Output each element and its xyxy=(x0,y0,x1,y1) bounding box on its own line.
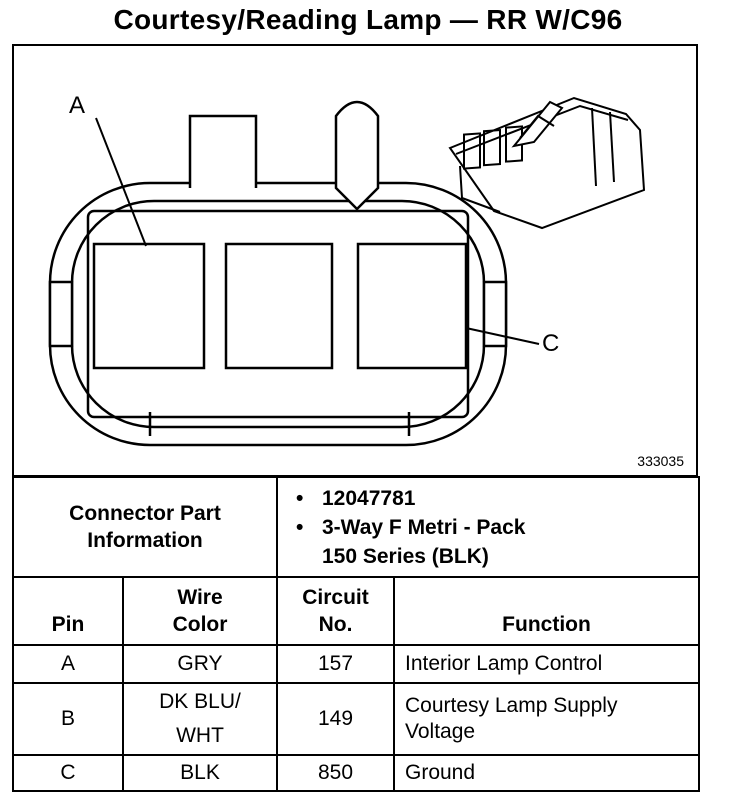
connector-part-row: Connector Part Information 12047781 3-Wa… xyxy=(12,476,701,578)
header-pin: Pin xyxy=(12,576,124,646)
circuit-cell: 157 xyxy=(276,644,395,684)
circuit-cell: 149 xyxy=(276,682,395,756)
cavity-a xyxy=(92,242,206,370)
pin-cell: A xyxy=(12,644,124,684)
wire-color-cell: BLK xyxy=(122,754,278,792)
callout-line-a xyxy=(95,117,147,247)
cavity-c xyxy=(356,242,468,370)
connector-series: 150 Series (BLK) xyxy=(322,544,489,568)
top-square-tab xyxy=(188,114,258,188)
pin-cell: C xyxy=(12,754,124,792)
table-row: B DK BLU/ WHT 149 Courtesy Lamp Supply V… xyxy=(12,682,701,756)
part-number: 12047781 xyxy=(296,484,698,513)
header-function: Function xyxy=(392,576,701,646)
function-cell: Interior Lamp Control xyxy=(392,644,701,684)
header-wire-color: Wire Color xyxy=(122,576,278,646)
connector-diagram: A C 333035 xyxy=(12,44,698,477)
connector-iso-view xyxy=(448,96,646,230)
wire-color-cell: GRY xyxy=(122,644,278,684)
callout-label-c: C xyxy=(542,330,560,357)
connector-type: 3-Way F Metri - Pack xyxy=(296,513,698,542)
pin-cell: B xyxy=(12,682,124,756)
table-header-row: Pin Wire Color Circuit No. Function xyxy=(12,576,701,646)
figure-id: 333035 xyxy=(637,453,684,469)
connector-face-drawing xyxy=(48,96,646,447)
connector-info-table: Connector Part Information 12047781 3-Wa… xyxy=(12,476,701,792)
page-title: Courtesy/Reading Lamp — RR W/C96 xyxy=(113,4,623,35)
connector-part-details: 12047781 3-Way F Metri - Pack 150 Series… xyxy=(275,476,701,578)
connector-cavity-frame xyxy=(86,209,470,419)
top-key-tab xyxy=(334,100,380,211)
callout-line-c xyxy=(465,327,540,345)
function-cell: Ground xyxy=(392,754,701,792)
left-side-latch xyxy=(48,280,74,348)
table-row: C BLK 850 Ground xyxy=(12,754,701,792)
header-circuit-no: Circuit No. xyxy=(276,576,395,646)
circuit-cell: 850 xyxy=(276,754,395,792)
connector-part-label: Connector Part Information xyxy=(12,476,278,578)
wire-color-cell: DK BLU/ WHT xyxy=(122,682,278,756)
cavity-b xyxy=(224,242,334,370)
callout-label-a: A xyxy=(69,92,86,119)
right-side-latch xyxy=(482,280,508,348)
table-row: A GRY 157 Interior Lamp Control xyxy=(12,644,701,684)
function-cell: Courtesy Lamp Supply Voltage xyxy=(392,682,701,756)
